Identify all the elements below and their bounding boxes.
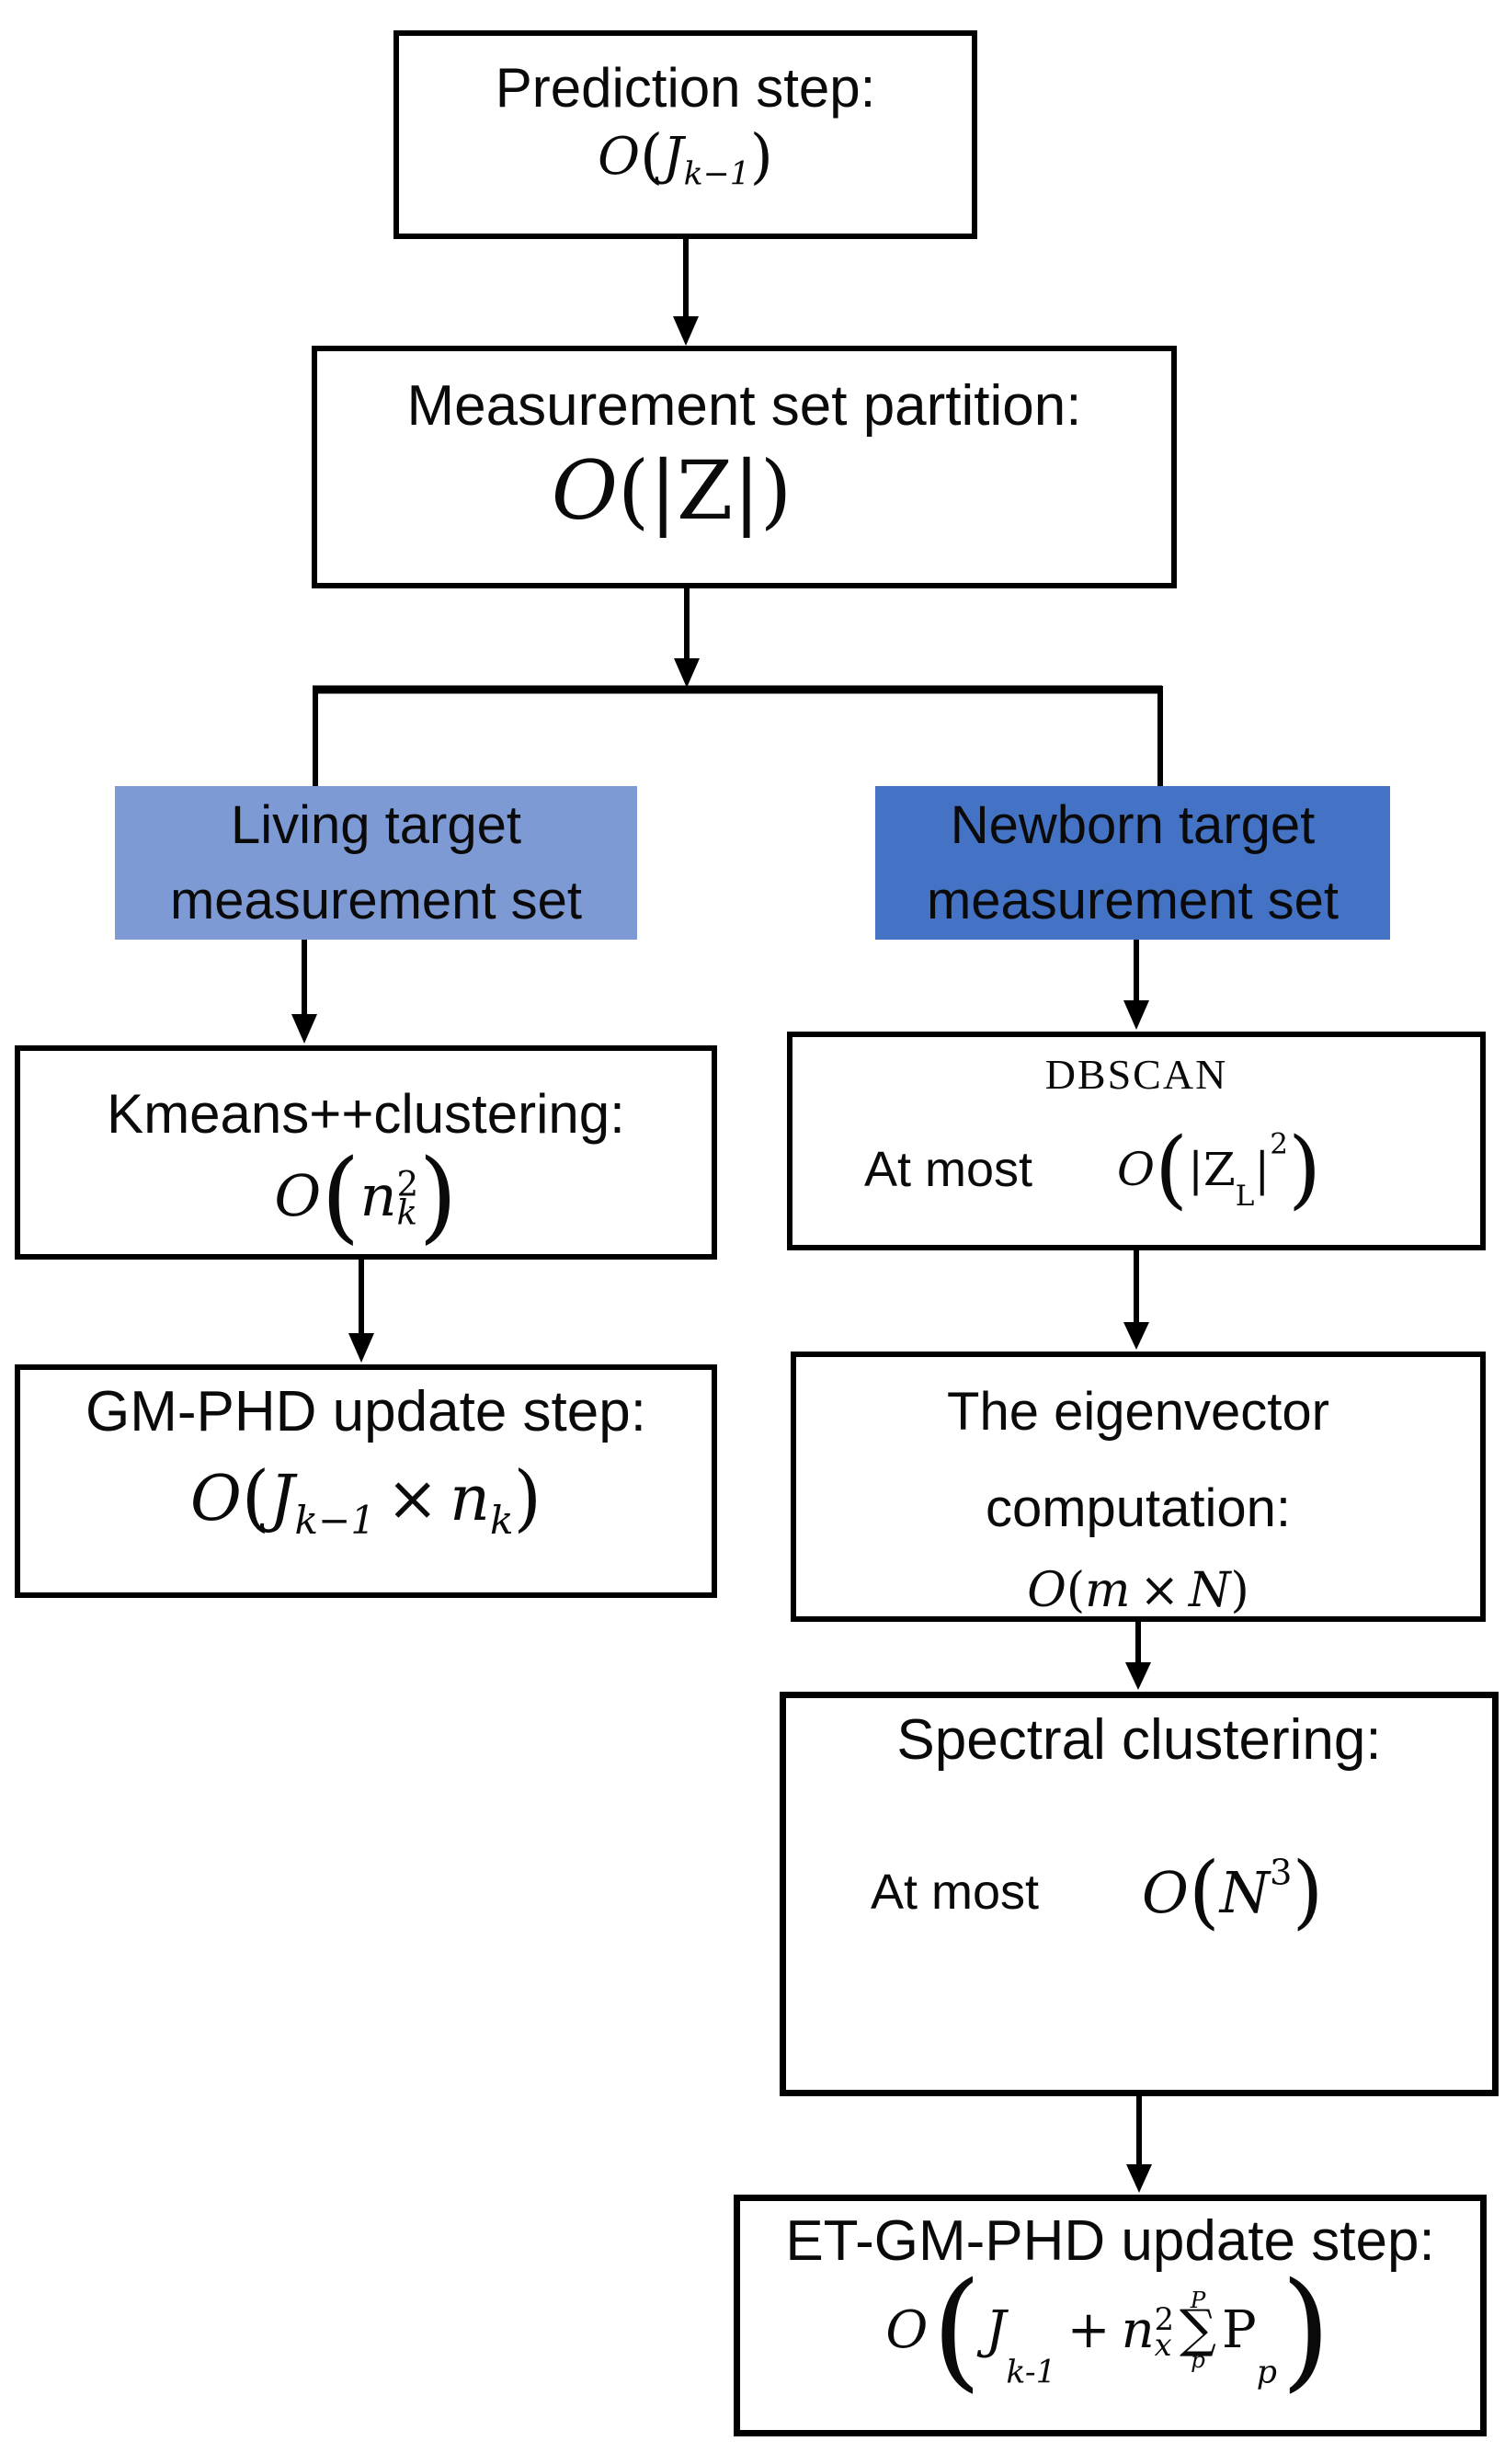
- eigenvector-title-line2: computation:: [985, 1478, 1292, 1538]
- connector-living-to-kmeans: [291, 940, 317, 1044]
- connector-kmeans-to-gmphd: [348, 1260, 374, 1363]
- measurement-set-partition-title: Measurement set partition:: [406, 374, 1082, 438]
- measurement-set-partition-box: Measurement set partition: O(|Z|): [312, 346, 1177, 588]
- newborn-target-box: Newborn target measurement set: [875, 786, 1390, 940]
- living-target-box: Living target measurement set: [115, 786, 637, 940]
- newborn-target-line1: Newborn target: [950, 795, 1316, 855]
- connector-eigen-to-spectral: [1125, 1622, 1151, 1690]
- prediction-step-title: Prediction step:: [495, 57, 876, 119]
- eigenvector-title-line1: The eigenvector: [947, 1382, 1329, 1442]
- newborn-target-line2: measurement set: [926, 871, 1340, 931]
- connector-spectral-to-et: [1126, 2096, 1152, 2193]
- kmeans-clustering-title: Kmeans++clustering:: [107, 1083, 625, 1145]
- connector-dbscan-to-eigen: [1123, 1250, 1149, 1350]
- spectral-prefix: At most: [871, 1865, 1040, 1921]
- spectral-clustering-title: Spectral clustering:: [896, 1708, 1382, 1772]
- connector-prediction-to-partition: [673, 239, 699, 346]
- connector-newborn-to-dbscan: [1123, 940, 1149, 1030]
- et-gmphd-update-title: ET-GM-PHD update step:: [785, 2209, 1435, 2273]
- dbscan-title: DBSCAN: [1044, 1051, 1228, 1098]
- gmphd-update-title: GM-PHD update step:: [86, 1380, 646, 1443]
- split-horizontal-line: [313, 685, 1163, 786]
- connector-partition-to-split: [674, 588, 700, 688]
- living-target-line2: measurement set: [169, 871, 583, 931]
- measurement-set-partition-formula: O(|Z|): [551, 442, 792, 538]
- dbscan-prefix: At most: [864, 1141, 1033, 1197]
- living-target-line1: Living target: [231, 795, 521, 855]
- eigenvector-formula: O(m×N): [1027, 1562, 1249, 1618]
- eigenvector-computation-box: The eigenvector computation: O(m×N): [791, 1352, 1486, 1622]
- summation-symbol: P∑p: [1180, 2287, 1217, 2373]
